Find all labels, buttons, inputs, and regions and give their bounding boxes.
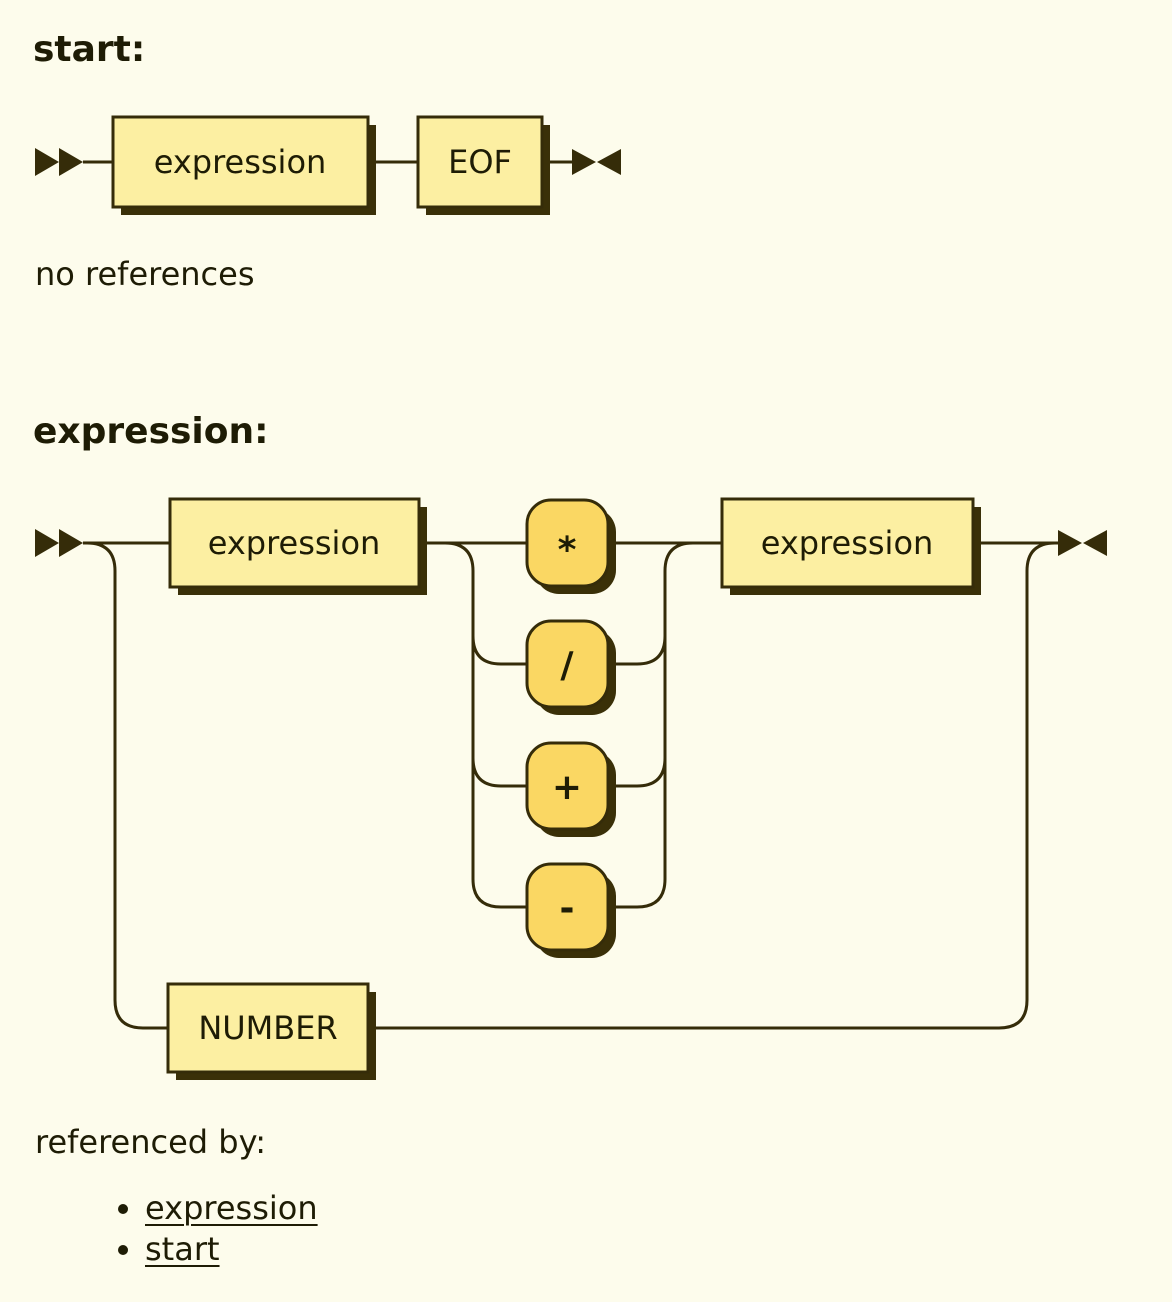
nonterminal-rect (720, 497, 975, 589)
node-eof: EOF (416, 115, 550, 215)
reference-link-expression[interactable]: expression (145, 1189, 318, 1227)
no-references-text: no references (35, 255, 255, 293)
references-list: expression start (95, 1188, 318, 1270)
rail-branch-slash (471, 635, 527, 666)
terminal-rect (525, 862, 610, 952)
node-expression[interactable]: expression (111, 115, 376, 215)
node-label: + (552, 767, 582, 808)
end-arrow-icon (1058, 530, 1107, 556)
list-item: start (145, 1229, 318, 1270)
node-number: NUMBER (166, 982, 376, 1080)
reference-link-start[interactable]: start (145, 1230, 220, 1268)
rail-merge-slash (608, 635, 667, 666)
start-arrow-icon (35, 529, 83, 557)
railroad-diagram-expression: expression * / + - expression (35, 497, 1107, 1080)
list-item: expression (145, 1188, 318, 1229)
rail-branch-number (86, 541, 168, 1030)
node-operator-minus: - (525, 862, 616, 958)
node-label: NUMBER (198, 1009, 337, 1047)
node-label: expression (761, 524, 934, 562)
rule-heading-expression: expression: (33, 411, 269, 452)
node-label: EOF (448, 143, 512, 181)
rule-heading-start: start: (33, 29, 146, 70)
rail-operator-split (444, 541, 475, 879)
terminal-rect (416, 115, 544, 209)
rail-operator-merge (663, 541, 694, 879)
terminal-rect (525, 619, 610, 709)
node-operator-star: * (525, 498, 616, 594)
node-operator-slash: / (525, 619, 616, 715)
node-expression-right[interactable]: expression (720, 497, 981, 595)
terminal-rect (166, 982, 370, 1074)
terminal-rect (525, 741, 610, 831)
end-arrow-icon (572, 149, 621, 175)
railroad-diagram-start: expression EOF (35, 115, 621, 215)
node-label: - (560, 888, 575, 929)
rail-branch-minus (471, 878, 527, 909)
node-label: expression (154, 143, 327, 181)
rail-merge-number (368, 541, 1056, 1030)
node-label: / (560, 645, 574, 686)
nonterminal-rect (168, 497, 421, 589)
start-arrow-icon (35, 148, 83, 176)
rail-branch-plus (471, 757, 527, 788)
node-label: * (558, 530, 577, 571)
node-label: expression (208, 524, 381, 562)
terminal-rect (525, 498, 610, 588)
referenced-by-text: referenced by: (35, 1123, 266, 1161)
node-operator-plus: + (525, 741, 616, 837)
node-expression-left[interactable]: expression (168, 497, 427, 595)
rail-merge-minus (608, 878, 667, 909)
rail-merge-plus (608, 757, 667, 788)
nonterminal-rect (111, 115, 370, 209)
